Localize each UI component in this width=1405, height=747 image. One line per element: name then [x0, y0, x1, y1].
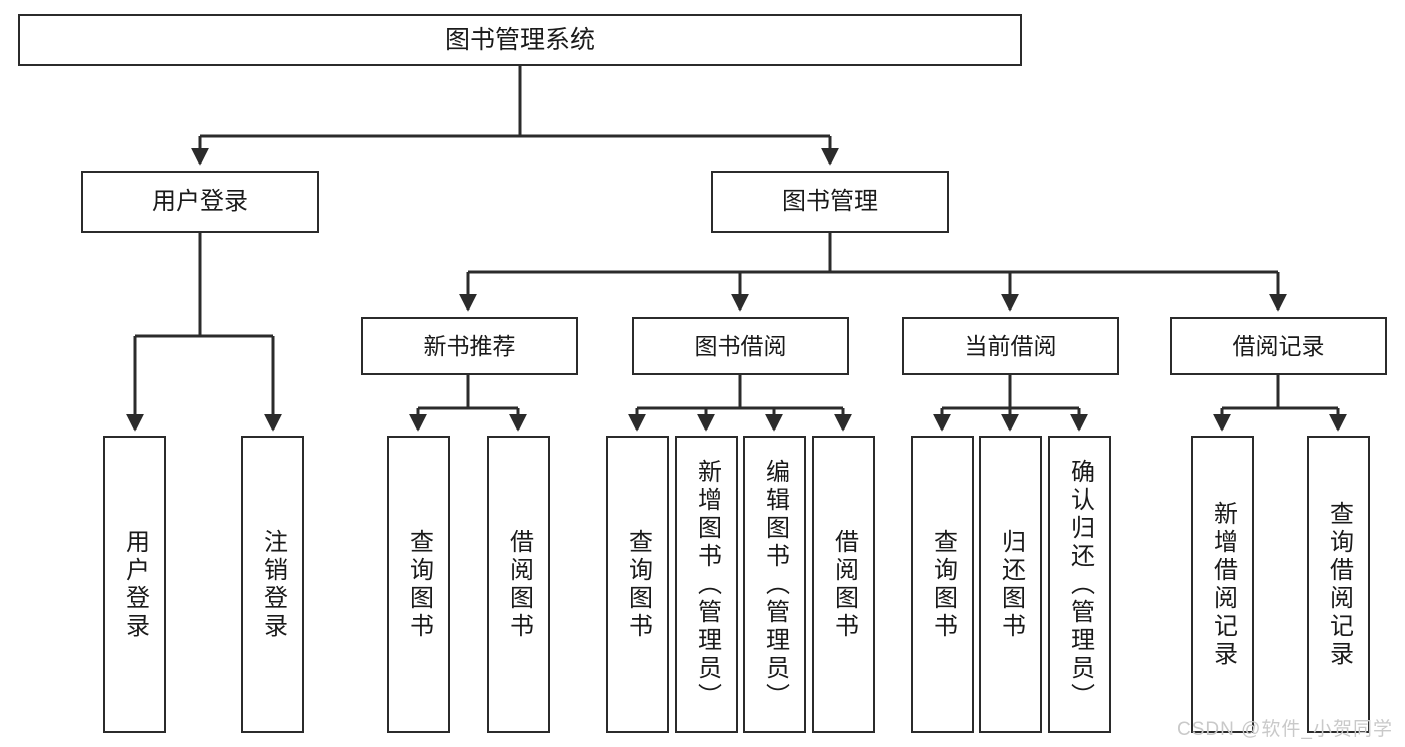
node-label: 查询图书: [929, 528, 957, 641]
leaf-query-book-1[interactable]: 查询图书: [387, 436, 450, 733]
node-label: 新增图书（管理员）: [693, 458, 721, 711]
node-label: 编辑图书（管理员）: [761, 458, 789, 711]
node-user-login[interactable]: 用户登录: [81, 171, 319, 233]
node-label: 当前借阅: [964, 332, 1057, 359]
node-borrow-record[interactable]: 借阅记录: [1170, 317, 1387, 375]
node-label: 用户登录: [152, 188, 248, 216]
leaf-query-book-3[interactable]: 查询图书: [911, 436, 974, 733]
node-label: 用户登录: [121, 528, 149, 641]
node-root-book-management-system[interactable]: 图书管理系统: [18, 14, 1022, 66]
leaf-confirm-return[interactable]: 确认归还（管理员）: [1048, 436, 1111, 733]
node-new-book-recommend[interactable]: 新书推荐: [361, 317, 578, 375]
node-label: 确认归还（管理员）: [1066, 458, 1094, 711]
node-label: 新增借阅记录: [1209, 500, 1237, 669]
leaf-user-login[interactable]: 用户登录: [103, 436, 166, 733]
node-current-borrow[interactable]: 当前借阅: [902, 317, 1119, 375]
node-book-borrow[interactable]: 图书借阅: [632, 317, 849, 375]
leaf-add-book[interactable]: 新增图书（管理员）: [675, 436, 738, 733]
node-label: 借阅图书: [505, 528, 533, 641]
node-label: 图书管理系统: [444, 25, 595, 54]
leaf-add-record[interactable]: 新增借阅记录: [1191, 436, 1254, 733]
node-label: 图书管理: [782, 188, 878, 216]
csdn-watermark: CSDN @软件_小贺同学: [1177, 719, 1393, 740]
leaf-edit-book[interactable]: 编辑图书（管理员）: [743, 436, 806, 733]
node-label: 图书借阅: [694, 332, 787, 359]
leaf-query-record[interactable]: 查询借阅记录: [1307, 436, 1370, 733]
leaf-borrow-book-2[interactable]: 借阅图书: [812, 436, 875, 733]
node-label: 查询图书: [405, 528, 433, 641]
node-label: 查询借阅记录: [1325, 500, 1353, 669]
node-label: 查询图书: [624, 528, 652, 641]
node-label: 借阅图书: [830, 528, 858, 641]
node-label: 新书推荐: [423, 332, 516, 359]
leaf-borrow-book-1[interactable]: 借阅图书: [487, 436, 550, 733]
node-label: 注销登录: [259, 528, 287, 641]
leaf-return-book[interactable]: 归还图书: [979, 436, 1042, 733]
node-book-management[interactable]: 图书管理: [711, 171, 949, 233]
node-label: 借阅记录: [1232, 332, 1325, 359]
leaf-query-book-2[interactable]: 查询图书: [606, 436, 669, 733]
leaf-logout-login[interactable]: 注销登录: [241, 436, 304, 733]
node-label: 归还图书: [997, 528, 1025, 641]
